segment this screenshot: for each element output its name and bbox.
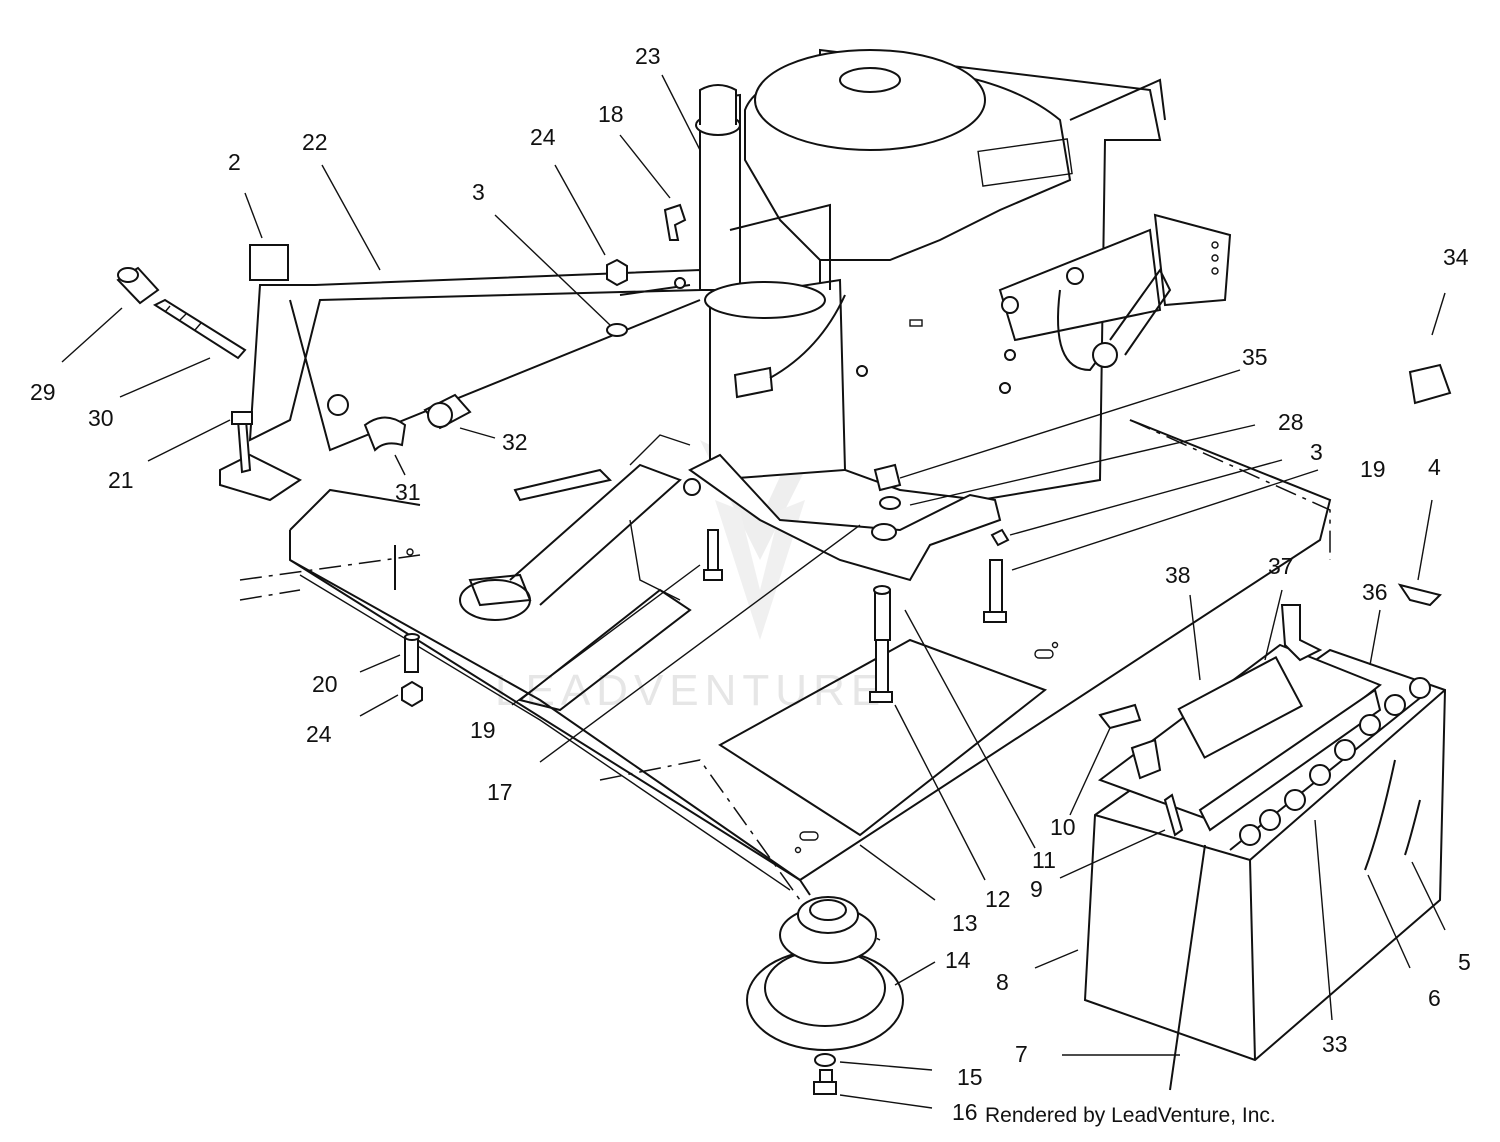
leader-lines xyxy=(61,74,1446,1109)
callout-label: 4 xyxy=(1428,454,1441,480)
callout-label: 8 xyxy=(996,969,1009,995)
callout-label: 28 xyxy=(1278,409,1304,435)
battery xyxy=(1083,583,1447,1091)
callout-label: 37 xyxy=(1268,553,1294,579)
callout-label: 30 xyxy=(88,405,114,431)
callout-label: 7 xyxy=(1015,1041,1028,1067)
callout-label: 12 xyxy=(985,886,1011,912)
callout-label: 21 xyxy=(108,467,134,493)
callout-label: 38 xyxy=(1165,562,1191,588)
callout-label: 15 xyxy=(957,1064,983,1090)
callout-label: 24 xyxy=(306,721,332,747)
mounting-hardware xyxy=(401,203,1452,708)
callout-label: 3 xyxy=(472,179,485,205)
watermark-text: LEADVENTURE xyxy=(495,666,886,715)
callout-label: 33 xyxy=(1322,1031,1348,1057)
callout-label: 31 xyxy=(395,479,421,505)
callout-label: 35 xyxy=(1242,344,1268,370)
callout-label: 13 xyxy=(952,910,978,936)
rod-hardware xyxy=(116,266,253,474)
credit-text: Rendered by LeadVenture, Inc. xyxy=(985,1104,1276,1127)
callout-label: 18 xyxy=(598,101,624,127)
callout-labels: 2 22 29 30 21 31 32 3 24 18 23 35 28 3 1… xyxy=(30,43,1471,1125)
chassis-plate xyxy=(239,419,1332,941)
callout-label: 36 xyxy=(1362,579,1388,605)
callout-label: 34 xyxy=(1443,244,1469,270)
callout-label: 23 xyxy=(635,43,661,69)
callout-label: 14 xyxy=(945,947,971,973)
callout-label: 22 xyxy=(302,129,328,155)
callout-label: 11 xyxy=(1032,847,1056,873)
decal-2 xyxy=(249,244,289,281)
knob-34 xyxy=(1408,363,1452,405)
callout-label: 20 xyxy=(312,671,338,697)
engine-bracket xyxy=(219,244,701,502)
callout-label: 6 xyxy=(1428,985,1441,1011)
engine xyxy=(683,48,1232,582)
callout-label: 32 xyxy=(502,429,528,455)
callout-label: 10 xyxy=(1050,814,1076,840)
callout-label: 16 xyxy=(952,1099,978,1125)
callout-label: 5 xyxy=(1458,949,1471,975)
pulley xyxy=(746,896,904,1095)
callout-label: 9 xyxy=(1030,876,1043,902)
callout-label: 19 xyxy=(470,717,496,743)
callout-label: 29 xyxy=(30,379,56,405)
callout-label: 24 xyxy=(530,124,556,150)
oil-drain-fittings xyxy=(363,393,472,452)
callout-label: 2 xyxy=(228,149,241,175)
callout-label: 19 xyxy=(1360,456,1386,482)
callout-label: 3 xyxy=(1310,439,1323,465)
callout-label: 17 xyxy=(487,779,513,805)
